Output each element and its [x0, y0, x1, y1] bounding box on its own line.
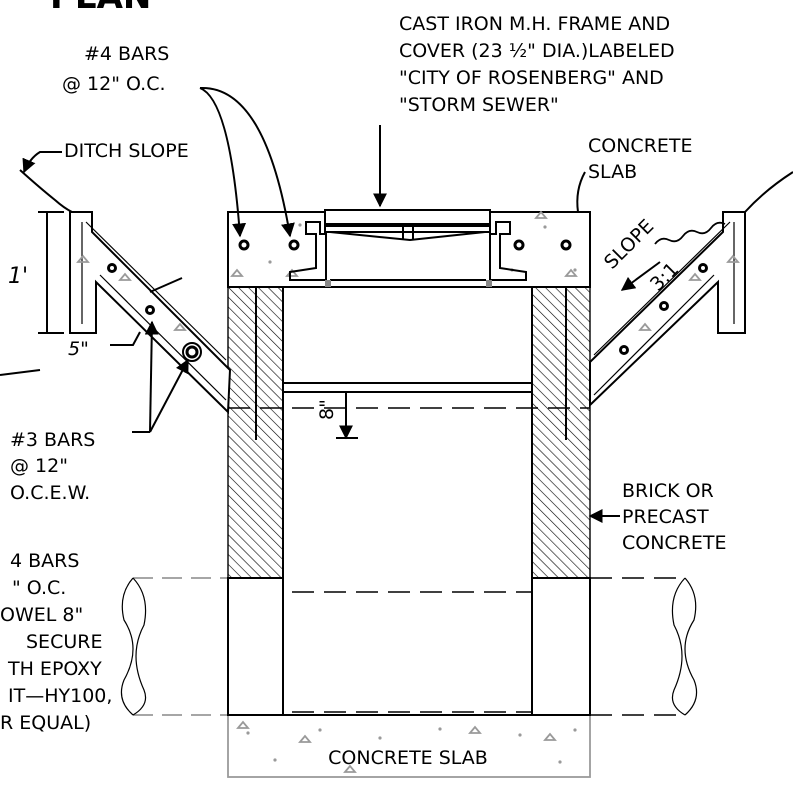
brick-label-2: PRECAST [622, 506, 709, 528]
dowel-label-4: SECURE [26, 631, 102, 653]
ditch-slope-label: DITCH SLOPE [64, 140, 189, 162]
dowel-label-7: R EQUAL) [0, 712, 91, 734]
dowel-label-6: IT—HY100, [8, 685, 112, 707]
bars4-label-2: @ 12" O.C. [62, 73, 166, 95]
bars3-label-2: @ 12" [10, 455, 68, 477]
slope-label: SLOPE [600, 215, 658, 273]
dowel-label-5: TH EPOXY [7, 658, 102, 680]
dim-1ft-label: 1' [8, 264, 28, 289]
title-fragment: PLAN [50, 0, 151, 17]
frame-cover-label-4: "STORM SEWER" [399, 94, 559, 116]
brick-label-1: BRICK OR [622, 480, 714, 502]
dowel-label-2: " O.C. [12, 577, 66, 599]
storm-pipe [120, 577, 698, 716]
manhole-walls [227, 240, 591, 716]
dowel-label-3: OWEL 8" [0, 604, 83, 626]
dim-8in-label: 8" [316, 399, 338, 420]
annotations: CAST IRON M.H. FRAME AND COVER (23 ½" DI… [0, 13, 727, 734]
top-concrete-slab [227, 209, 591, 288]
concrete-slab-top-label-2: SLAB [588, 161, 637, 183]
dowel-label-1: 4 BARS [10, 550, 79, 572]
frame-cover-label-3: "CITY OF ROSENBERG" AND [399, 67, 664, 89]
bottom-slab-label: CONCRETE SLAB [328, 747, 488, 769]
left-ditch-slope [0, 169, 232, 415]
concrete-slab-top-label-1: CONCRETE [588, 135, 693, 157]
bars3-label-3: O.C.E.W. [10, 482, 90, 504]
bars4-label-1: #4 BARS [84, 43, 169, 65]
bottom-concrete-slab: CONCRETE SLAB [227, 714, 591, 778]
frame-cover-label-2: COVER (23 ½" DIA.)LABELED [399, 40, 675, 62]
leaders [22, 86, 726, 523]
frame-cover-label-1: CAST IRON M.H. FRAME AND [399, 13, 670, 35]
bars3-label-1: #3 BARS [10, 429, 95, 451]
dim-5in-label: 5" [68, 338, 89, 360]
brick-label-3: CONCRETE [622, 532, 727, 554]
right-ditch-slope [589, 171, 793, 408]
